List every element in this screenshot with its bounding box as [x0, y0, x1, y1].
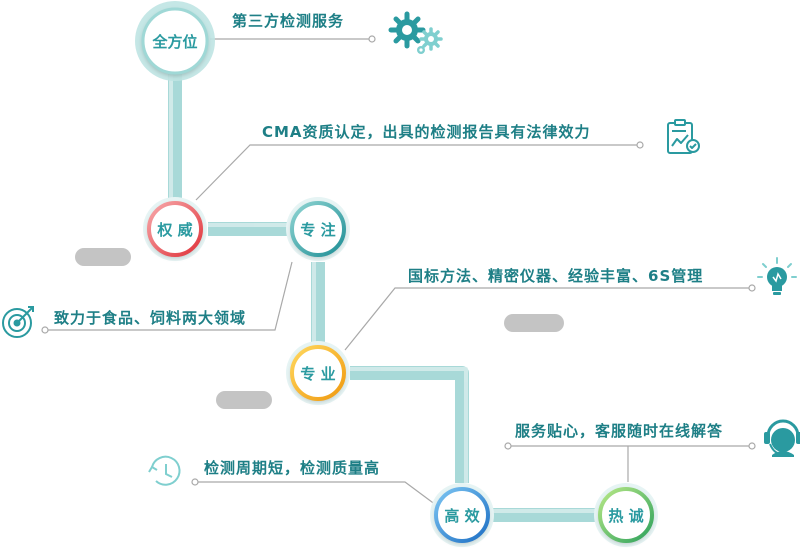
node-quanwei-label: 权 威 [156, 221, 192, 239]
node-zhuanzhu-label: 专 注 [300, 221, 335, 239]
dot-focus [41, 326, 49, 334]
placeholder-pill-2 [504, 314, 564, 332]
node-recheng: 热 诚 [594, 483, 658, 547]
dot-cma [636, 141, 644, 149]
label-cma: CMA资质认定，出具的检测报告具有法律效力 [262, 123, 591, 141]
dot-service-right [748, 442, 756, 450]
label-focus: 致力于食品、饲料两大领域 [54, 309, 247, 327]
dot-methods [748, 284, 756, 292]
label-third-party: 第三方检测服务 [232, 12, 345, 30]
label-speed: 检测周期短，检测质量高 [204, 459, 381, 477]
dot-service-left [504, 442, 512, 450]
node-quanfangwei: 全方位 [135, 1, 215, 81]
placeholder-pill-1 [75, 248, 131, 266]
pipes [168, 72, 596, 522]
node-zhuanye: 专 业 [286, 341, 350, 405]
line-cma [195, 144, 640, 201]
headset-icon [764, 419, 800, 457]
label-methods: 国标方法、精密仪器、经验丰富、6S管理 [408, 267, 704, 285]
node-quanfangwei-label: 全方位 [151, 33, 197, 51]
line-methods [344, 287, 752, 351]
pipe-zhuanye-gaoxiao [350, 366, 469, 483]
lightbulb-icon [757, 257, 797, 295]
label-service: 服务贴心，客服随时在线解答 [515, 422, 724, 440]
gears-icon [388, 11, 443, 54]
connector-lines [45, 38, 752, 509]
node-zhuanzhu: 专 注 [286, 197, 350, 261]
target-icon [2, 306, 34, 338]
clock-icon [148, 455, 181, 486]
dot-third-party [368, 35, 376, 43]
report-icon [667, 119, 700, 154]
line-focus [45, 261, 293, 331]
line-service [508, 445, 752, 482]
placeholder-pill-3 [216, 391, 272, 409]
node-zhuanye-label: 专 业 [300, 365, 335, 383]
node-gaoxiao: 高 效 [430, 483, 494, 547]
dot-speed [191, 478, 199, 486]
node-gaoxiao-label: 高 效 [444, 507, 480, 525]
node-recheng-label: 热 诚 [608, 507, 643, 525]
node-quanwei: 权 威 [143, 197, 207, 261]
line-speed [195, 481, 441, 509]
